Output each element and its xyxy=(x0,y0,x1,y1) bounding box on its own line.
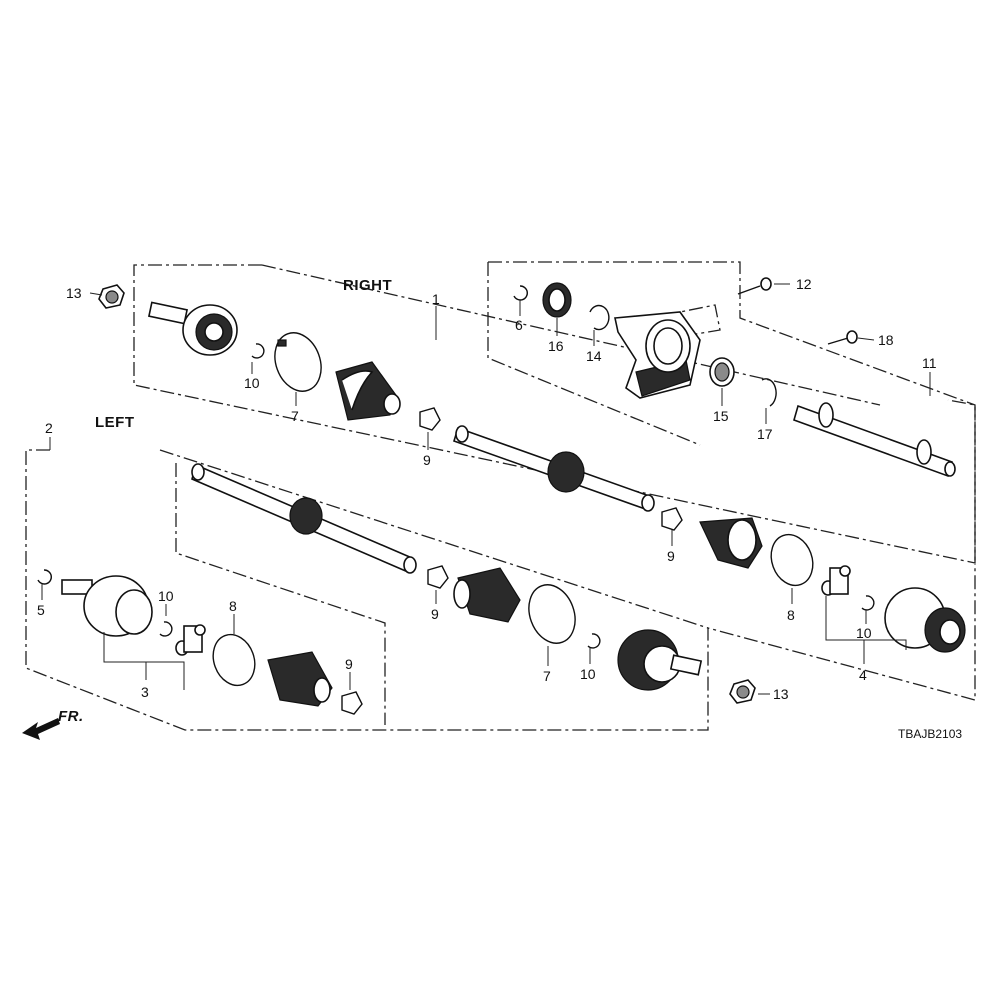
boot-right-inner xyxy=(699,517,763,569)
left-shaft-box xyxy=(175,463,386,725)
callout-7-left: 7 xyxy=(543,668,551,684)
circlip-10-right xyxy=(251,343,265,359)
boot-band-8-left xyxy=(212,633,256,687)
callout-9-left-a: 9 xyxy=(431,606,439,622)
circlip-6 xyxy=(513,285,528,301)
callout-9-right-a: 9 xyxy=(423,452,431,468)
circlip-10-right-b xyxy=(861,595,875,611)
callout-11: 11 xyxy=(922,355,937,371)
inboard-joint-right xyxy=(884,587,966,653)
callout-15: 15 xyxy=(713,408,729,424)
boot-band-8-right xyxy=(770,533,814,587)
callout-10-left-b: 10 xyxy=(580,666,596,682)
callout-2: 2 xyxy=(45,420,53,436)
callout-9-right-b: 9 xyxy=(667,548,675,564)
callout-7-right: 7 xyxy=(291,408,299,424)
diagram-code: TBAJB2103 xyxy=(898,727,962,741)
left-shaft-top-edge xyxy=(159,449,709,629)
support-bracket xyxy=(614,311,701,399)
tripod-joint-right xyxy=(821,565,851,596)
front-indicator: FR. xyxy=(58,708,84,725)
seal-16 xyxy=(542,282,572,318)
leader-lines xyxy=(41,283,931,695)
intermediate-shaft-box xyxy=(488,261,976,565)
right-side-heading: RIGHT xyxy=(343,277,392,294)
inboard-joint-left xyxy=(61,575,153,637)
callout-3: 3 xyxy=(141,684,149,700)
circlip-10-left-b xyxy=(587,633,601,649)
circlip-5 xyxy=(37,569,52,585)
clamp-9-right-a xyxy=(419,407,441,431)
hub-nut-left xyxy=(729,679,756,704)
left-side-heading: LEFT xyxy=(95,414,135,431)
boot-band-7-right xyxy=(274,332,322,392)
intermediate-shaft xyxy=(793,402,956,478)
callout-8-right: 8 xyxy=(787,607,795,623)
outboard-joint-left xyxy=(617,629,703,691)
callout-17: 17 xyxy=(757,426,773,442)
left-assembly-boundary xyxy=(25,449,976,731)
clamp-9-right-b xyxy=(661,507,683,531)
boot-right-outer xyxy=(335,361,401,421)
callout-18: 18 xyxy=(878,332,894,348)
outboard-joint-right xyxy=(147,301,238,356)
callout-5: 5 xyxy=(37,602,45,618)
callout-9-left-b: 9 xyxy=(345,656,353,672)
front-arrow-icon xyxy=(22,718,60,740)
bolt-12 xyxy=(737,277,772,295)
callout-10-right: 10 xyxy=(244,375,260,391)
callout-6: 6 xyxy=(515,317,523,333)
clamp-9-left-b xyxy=(341,691,363,715)
callout-10-right-b: 10 xyxy=(856,625,872,641)
callout-8-left: 8 xyxy=(229,598,237,614)
bearing-15 xyxy=(709,357,735,387)
circlip-10-left-a xyxy=(159,621,173,637)
callout-13-right: 13 xyxy=(66,285,82,301)
right-shaft-top-edge xyxy=(261,264,881,406)
snap-ring-14 xyxy=(589,304,610,331)
intermediate-shaft-box-left xyxy=(487,262,701,446)
callout-14: 14 xyxy=(586,348,602,364)
callout-4: 4 xyxy=(859,667,867,683)
left-drive-shaft xyxy=(191,463,417,574)
hub-nut-right xyxy=(98,284,125,309)
callout-16: 16 xyxy=(548,338,564,354)
boot-left-outer xyxy=(453,567,521,623)
right-drive-shaft xyxy=(453,425,655,512)
boot-band-7-left xyxy=(528,584,576,644)
clamp-9-left-a xyxy=(427,565,449,589)
callout-1: 1 xyxy=(432,291,440,307)
callout-13-left: 13 xyxy=(773,686,789,702)
boot-left-inner xyxy=(267,651,333,707)
bolt-18 xyxy=(827,330,858,345)
callout-10-left-a: 10 xyxy=(158,588,174,604)
callout-12: 12 xyxy=(796,276,812,292)
snap-ring-17 xyxy=(761,378,777,407)
tripod-joint-left xyxy=(175,624,206,656)
